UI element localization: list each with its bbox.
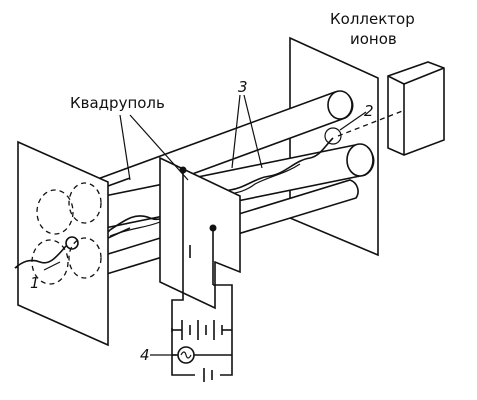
leader-lines xyxy=(43,94,367,356)
ion-beam-exit xyxy=(337,109,406,137)
label-2: 2 xyxy=(364,102,374,120)
labels: Коллектор ионов Квадруполь 3 2 1 4 xyxy=(30,10,415,364)
ion-collector-box xyxy=(387,61,445,156)
label-1: 1 xyxy=(30,274,40,292)
quadrupole-label: Квадруполь xyxy=(70,94,165,112)
rod-ends-dashed xyxy=(31,182,102,285)
entrance-aperture xyxy=(14,236,79,269)
entrance-plate xyxy=(17,140,109,347)
power-circuit xyxy=(171,255,233,382)
exit-aperture xyxy=(324,127,342,145)
electrode-dot-mid xyxy=(209,224,217,232)
rod-front-lines xyxy=(107,177,131,239)
label-3: 3 xyxy=(238,78,248,96)
collector-label-line2: ионов xyxy=(350,30,397,48)
label-4: 4 xyxy=(140,346,150,364)
rf-connector-plate xyxy=(159,156,241,310)
collector-label-line1: Коллектор xyxy=(330,10,415,28)
